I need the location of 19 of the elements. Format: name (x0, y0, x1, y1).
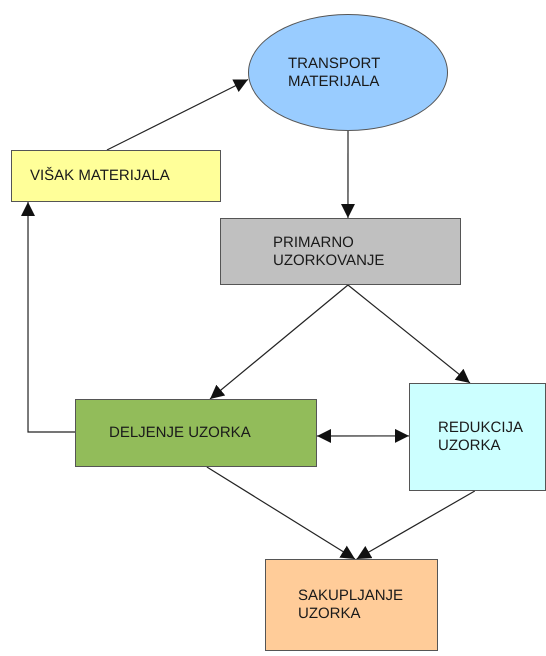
process-box (220, 218, 461, 285)
arrow (206, 466, 356, 560)
process-box (409, 383, 546, 491)
arrow (317, 428, 409, 443)
process-box (75, 399, 317, 467)
node-label: VIŠAK MATERIJALA (30, 167, 170, 185)
arrow (21, 202, 75, 433)
arrow (106, 78, 248, 151)
arrow (348, 284, 470, 384)
node-label: PRIMARNO UZORKOVANJE (273, 234, 386, 270)
node-label: DELJENJE UZORKA (109, 424, 251, 442)
process-box (11, 150, 221, 202)
arrow (210, 284, 348, 400)
node-label: SAKUPLJANJE UZORKA (298, 587, 404, 623)
process-box (265, 559, 438, 651)
arrow (356, 490, 476, 560)
arrow (340, 131, 355, 218)
node-label: TRANSPORT MATERIJALA (288, 54, 381, 90)
node-label: REDUKCIJA UZORKA (438, 419, 524, 455)
